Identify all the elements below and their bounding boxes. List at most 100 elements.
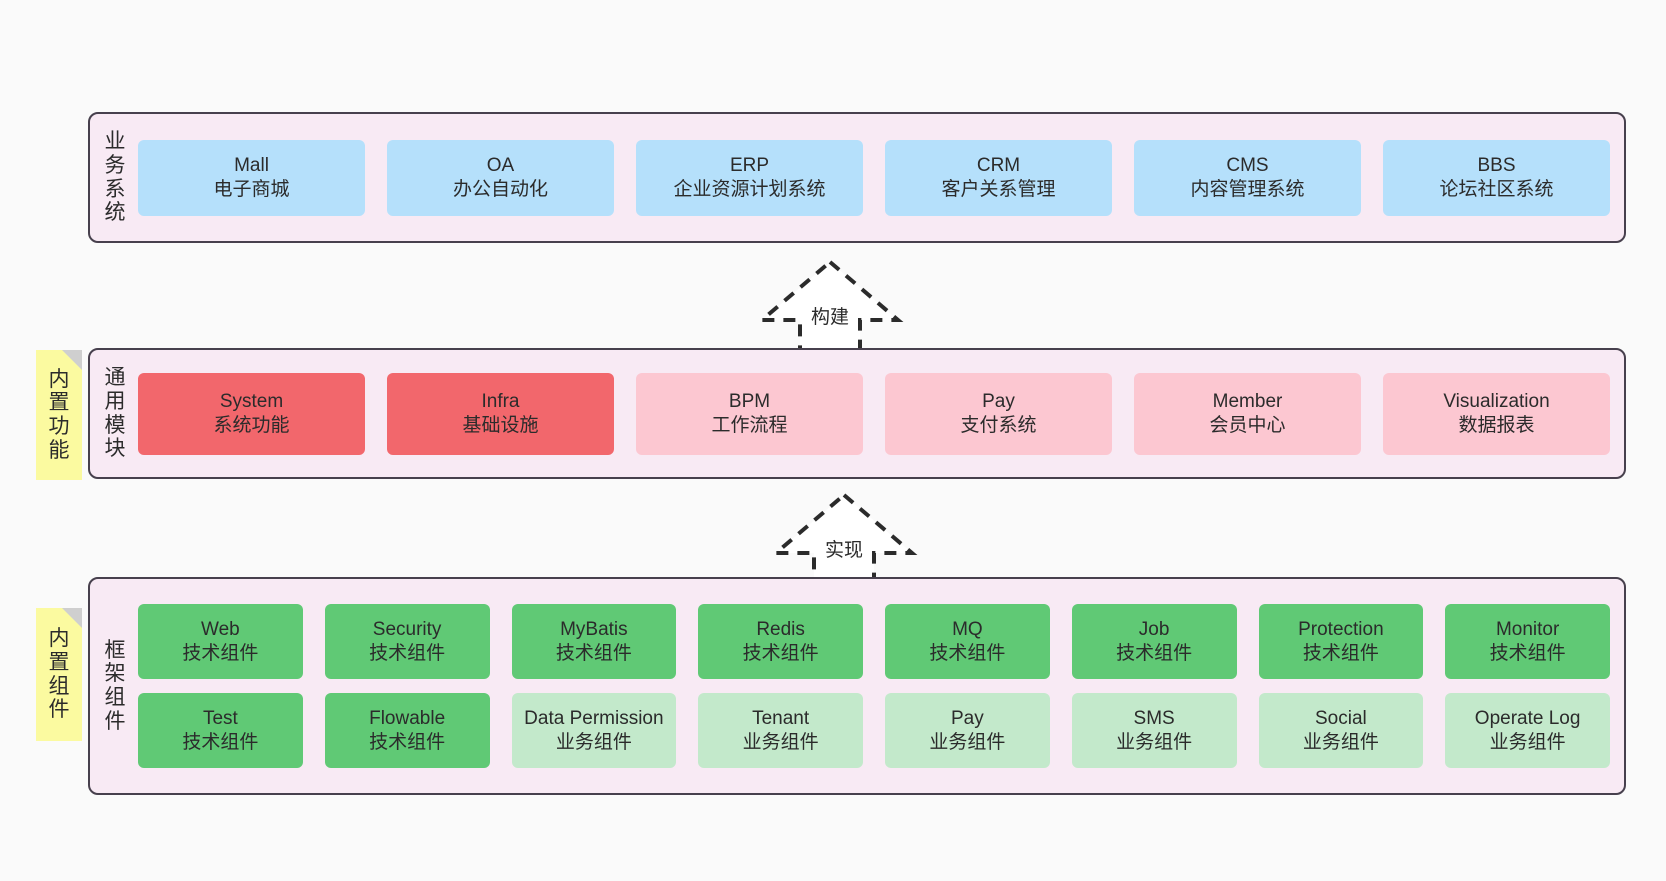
node-label-cn: 办公自动化 [452, 178, 548, 200]
node-row: Mall 电子商城 OA 办公自动化 ERP 企业资源计划系统 CRM 客户关系… [138, 139, 1610, 216]
node-mall[interactable]: Mall 电子商城 [138, 139, 365, 216]
node-label-en: Flowable [369, 708, 446, 730]
node-label-cn: 技术组件 [369, 642, 446, 664]
node-bpm[interactable]: BPM 工作流程 [636, 372, 863, 455]
node-erp[interactable]: ERP 企业资源计划系统 [636, 139, 863, 216]
node-flowable[interactable]: Flowable 技术组件 [324, 693, 490, 768]
node-mybatis[interactable]: MyBatis 技术组件 [511, 604, 677, 679]
node-test[interactable]: Test 技术组件 [138, 693, 303, 768]
node-label-cn: 技术组件 [742, 642, 819, 664]
node-label-en: Redis [756, 619, 805, 641]
arrow-implement: 实现 [769, 491, 919, 587]
node-label-cn: 业务组件 [742, 731, 819, 753]
node-visualization[interactable]: Visualization 数据报表 [1383, 372, 1610, 455]
node-protection[interactable]: Protection 技术组件 [1258, 604, 1424, 679]
node-crm[interactable]: CRM 客户关系管理 [885, 139, 1112, 216]
node-label-cn: 支付系统 [960, 414, 1037, 436]
node-label-cn: 业务组件 [929, 731, 1006, 753]
node-label-en: Infra [481, 391, 520, 413]
node-sms[interactable]: SMS 业务组件 [1071, 693, 1237, 768]
node-label-en: Security [372, 619, 442, 641]
node-label-cn: 基础设施 [462, 414, 539, 436]
layer-body-business-system: Mall 电子商城 OA 办公自动化 ERP 企业资源计划系统 CRM 客户关系… [134, 114, 1624, 241]
arrow-build-shape [756, 259, 904, 352]
node-cms[interactable]: CMS 内容管理系统 [1134, 139, 1361, 216]
node-label-en: SMS [1133, 708, 1175, 730]
node-label-en: Pay [951, 708, 984, 730]
node-redis[interactable]: Redis 技术组件 [698, 604, 863, 679]
layer-title-common-module: 通用模块 [104, 366, 126, 461]
node-security[interactable]: Security 技术组件 [324, 604, 490, 679]
node-member[interactable]: Member 会员中心 [1134, 372, 1361, 455]
node-label-cn: 电子商城 [213, 178, 290, 200]
node-label-cn: 企业资源计划系统 [673, 178, 826, 200]
node-label-cn: 系统功能 [213, 414, 290, 436]
arrow-build: 构建 [755, 258, 905, 354]
node-label-cn: 数据报表 [1458, 414, 1535, 436]
sticky-note-builtin-function: 内置功能 [36, 350, 82, 480]
node-label-cn: 论坛社区系统 [1439, 178, 1554, 200]
arrow-implement-shape [770, 492, 918, 585]
node-label-cn: 技术组件 [182, 731, 259, 753]
node-label-en: Protection [1298, 619, 1384, 641]
node-data-permission[interactable]: Data Permission 业务组件 [511, 693, 677, 768]
node-label-cn: 业务组件 [1302, 731, 1379, 753]
node-operate-log[interactable]: Operate Log 业务组件 [1445, 693, 1610, 768]
node-label-cn: 客户关系管理 [941, 178, 1056, 200]
node-row: System 系统功能 Infra 基础设施 BPM 工作流程 Pay 支付系统… [138, 372, 1610, 455]
node-mq[interactable]: MQ 技术组件 [885, 604, 1050, 679]
layer-title-framework-component: 框架组件 [104, 638, 126, 733]
node-row: Test 技术组件 Flowable 技术组件 Data Permission … [138, 693, 1610, 768]
node-label-en: Tenant [752, 708, 810, 730]
node-pay[interactable]: Pay 支付系统 [885, 372, 1112, 455]
node-label-cn: 业务组件 [555, 731, 632, 753]
node-label-en: Mall [234, 155, 269, 177]
sticky-note-builtin-component: 内置组件 [36, 608, 82, 741]
node-label-en: Test [202, 708, 238, 730]
page-fold-icon [62, 350, 82, 370]
node-web[interactable]: Web 技术组件 [138, 604, 303, 679]
node-label-en: OA [486, 155, 515, 177]
node-label-en: MyBatis [560, 619, 628, 641]
node-job[interactable]: Job 技术组件 [1071, 604, 1237, 679]
node-label-cn: 技术组件 [1116, 642, 1193, 664]
node-label-en: Operate Log [1474, 708, 1581, 730]
node-social[interactable]: Social 业务组件 [1258, 693, 1424, 768]
node-label-cn: 技术组件 [1302, 642, 1379, 664]
node-oa[interactable]: OA 办公自动化 [387, 139, 614, 216]
layer-body-framework-component: Web 技术组件 Security 技术组件 MyBatis 技术组件 Redi… [134, 579, 1624, 793]
node-label-cn: 技术组件 [929, 642, 1006, 664]
node-system[interactable]: System 系统功能 [138, 372, 365, 455]
node-row: Web 技术组件 Security 技术组件 MyBatis 技术组件 Redi… [138, 604, 1610, 679]
sticky-note-label: 内置组件 [48, 627, 70, 722]
node-tenant[interactable]: Tenant 业务组件 [698, 693, 863, 768]
node-pay-business[interactable]: Pay 业务组件 [885, 693, 1050, 768]
node-label-en: Job [1138, 619, 1170, 641]
node-label-en: CRM [976, 155, 1021, 177]
node-label-cn: 业务组件 [1116, 731, 1193, 753]
node-bbs[interactable]: BBS 论坛社区系统 [1383, 139, 1610, 216]
node-label-en: Pay [982, 391, 1015, 413]
node-label-en: BPM [728, 391, 771, 413]
node-label-en: CMS [1226, 155, 1269, 177]
node-label-en: Monitor [1495, 619, 1560, 641]
node-label-cn: 技术组件 [182, 642, 259, 664]
layer-business-system: 业务系统 Mall 电子商城 OA 办公自动化 ERP 企业资源计划系统 CRM [88, 112, 1626, 243]
node-label-en: Data Permission [524, 708, 664, 730]
layer-common-module: 通用模块 System 系统功能 Infra 基础设施 BPM 工作流程 Pay [88, 348, 1626, 479]
layer-framework-component: 框架组件 Web 技术组件 Security 技术组件 MyBatis 技术组件… [88, 577, 1626, 795]
node-label-en: Social [1315, 708, 1367, 730]
node-infra[interactable]: Infra 基础设施 [387, 372, 614, 455]
sticky-note-label: 内置功能 [48, 367, 70, 462]
node-label-en: ERP [729, 155, 770, 177]
node-label-en: MQ [952, 619, 983, 641]
node-label-en: BBS [1477, 155, 1516, 177]
node-label-en: Visualization [1443, 391, 1550, 413]
node-label-cn: 工作流程 [711, 414, 788, 436]
node-label-cn: 技术组件 [555, 642, 632, 664]
node-monitor[interactable]: Monitor 技术组件 [1445, 604, 1610, 679]
node-label-en: Member [1212, 391, 1283, 413]
page-fold-icon [62, 608, 82, 628]
layer-title-business-system: 业务系统 [104, 130, 126, 225]
